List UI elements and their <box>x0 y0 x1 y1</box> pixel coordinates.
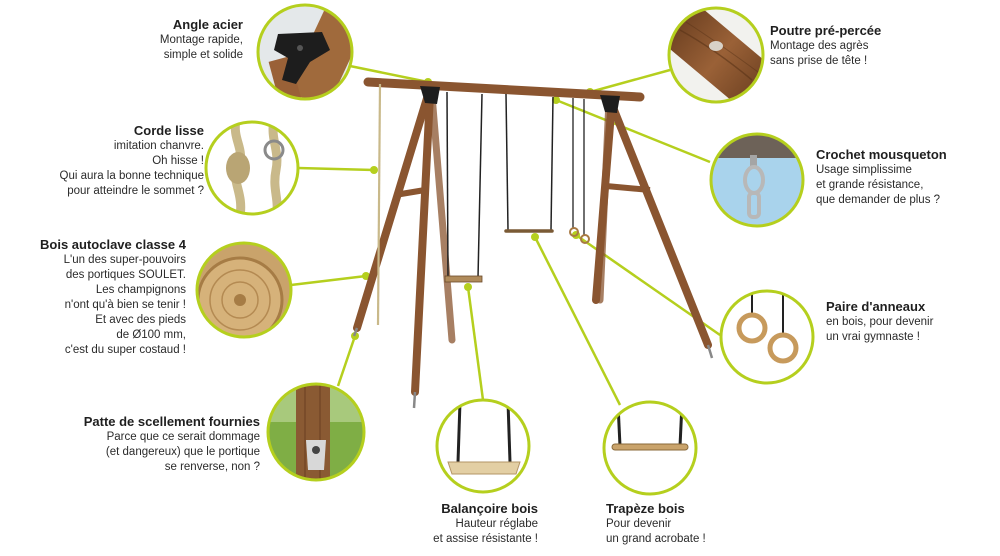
feature-title: Poutre pré-percée <box>770 23 882 38</box>
label-angle-acier: Angle acier Montage rapide, simple et so… <box>160 16 243 63</box>
feature-description: en bois, pour devenir un vrai gymnaste ! <box>826 316 934 343</box>
feature-title: Balançoire bois <box>441 501 538 516</box>
feature-description: Hauteur réglabe et assise résistante ! <box>433 518 538 545</box>
label-patte: Patte de scellement fournies Parce que c… <box>84 413 260 475</box>
connector-lines <box>290 63 721 406</box>
swing-frame <box>352 77 714 409</box>
detail-circle-anneaux <box>719 289 815 385</box>
label-balancoire: Balançoire bois Hauteur réglabe et assis… <box>433 500 538 547</box>
detail-circle-angle-acier <box>256 3 354 101</box>
feature-description: L'un des super-pouvoirs des portiques SO… <box>63 254 186 356</box>
feature-title: Trapèze bois <box>606 501 685 516</box>
detail-circle-patte <box>266 382 366 482</box>
label-trapeze: Trapèze bois Pour devenir un grand acrob… <box>606 500 706 547</box>
feature-description: imitation chanvre. Oh hisse ! Qui aura l… <box>59 140 205 197</box>
feature-description: Pour devenir un grand acrobate ! <box>606 518 706 545</box>
feature-title: Corde lisse <box>133 123 204 138</box>
feature-title: Angle acier <box>172 17 243 32</box>
feature-description: Montage rapide, simple et solide <box>159 34 243 61</box>
connector-dots <box>351 78 594 340</box>
label-bois: Bois autoclave classe 4 L'un des super-p… <box>40 236 186 358</box>
feature-description: Usage simplissime et grande résistance, … <box>816 164 941 206</box>
feature-title: Patte de scellement fournies <box>83 414 260 429</box>
label-crochet: Crochet mousqueton Usage simplissime et … <box>816 146 947 208</box>
detail-circle-crochet <box>709 132 805 228</box>
feature-title: Paire d'anneaux <box>826 299 926 314</box>
detail-circle-corde <box>204 120 300 216</box>
feature-description: Parce que ce serait dommage (et dangereu… <box>105 431 260 473</box>
detail-circle-trapeze <box>602 400 698 496</box>
detail-circle-poutre <box>667 6 765 104</box>
detail-circle-bois <box>195 241 293 339</box>
detail-circle-balancoire <box>435 398 531 494</box>
label-poutre: Poutre pré-percée Montage des agrès sans… <box>770 22 881 69</box>
feature-description: Montage des agrès sans prise de tête ! <box>770 40 869 67</box>
feature-title: Crochet mousqueton <box>816 147 947 162</box>
label-anneaux: Paire d'anneaux en bois, pour devenir un… <box>826 298 933 345</box>
feature-title: Bois autoclave classe 4 <box>40 237 186 252</box>
label-corde: Corde lisse imitation chanvre. Oh hisse … <box>60 122 205 199</box>
